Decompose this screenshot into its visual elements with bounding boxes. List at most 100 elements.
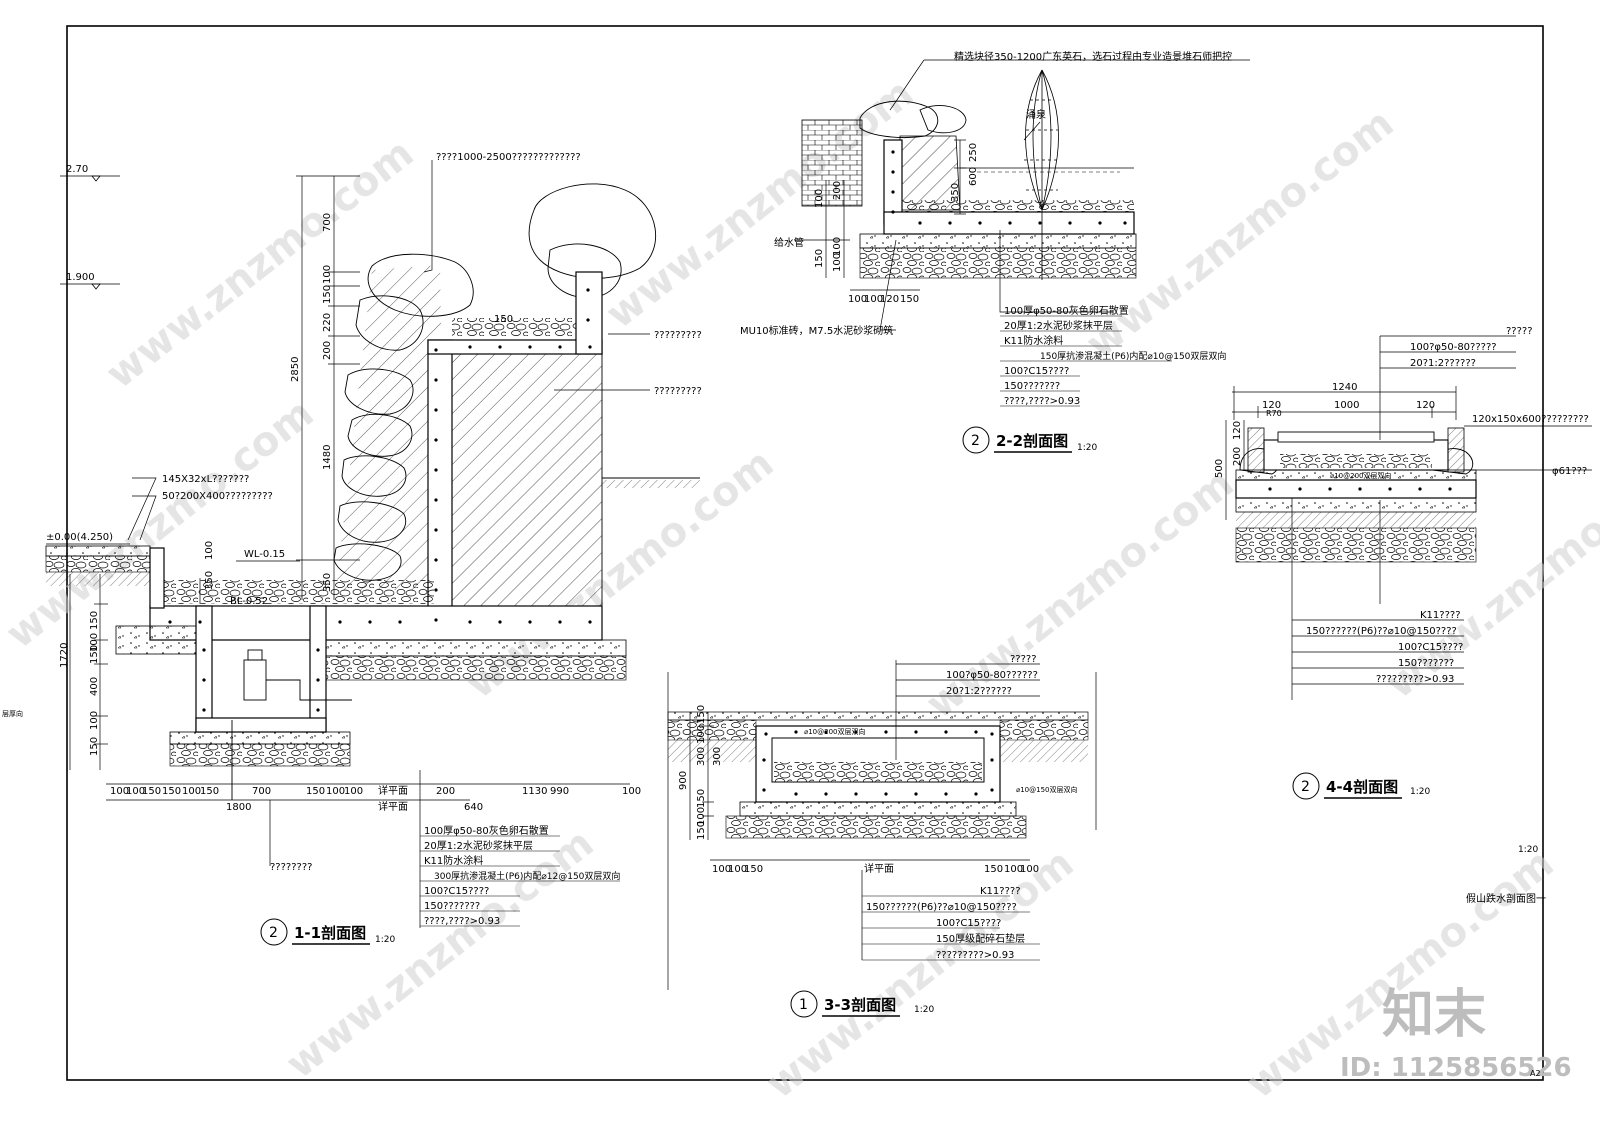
title-circle-number: 2 xyxy=(1301,779,1310,795)
rebar-label: ⌀10@200双层双向 xyxy=(1330,471,1391,480)
section-title: 1-1剖面图 xyxy=(294,924,366,942)
dim-label: 500 xyxy=(1214,459,1225,478)
dim-label: 1800 xyxy=(226,802,251,813)
title-circle-number: 2 xyxy=(269,925,278,941)
layer-legend: 100厚φ50-80灰色卵石散置 20厚1:2水泥砂浆抹平层 K11防水涂料 3… xyxy=(420,824,620,927)
dim-label: 2850 xyxy=(290,357,301,382)
drawing-title: 假山跌水剖面图一 xyxy=(1466,892,1546,905)
note-stepping: 50?200X400????????? xyxy=(162,491,273,502)
dim-label: 120 xyxy=(1232,421,1243,440)
dim-label: 150 xyxy=(89,645,100,664)
title-block: 1:20 假山跌水剖面图一 A2 xyxy=(1466,845,1546,1078)
dim-label: 100 xyxy=(864,294,883,305)
dim-label: 900 xyxy=(678,771,689,790)
dimension-lines xyxy=(1225,335,1592,700)
fountain-plume xyxy=(1024,69,1060,280)
layer-legend: K11???? 150??????(P6)??⌀10@150???? 100?C… xyxy=(862,886,1040,961)
dim-label: 150 xyxy=(89,611,100,630)
dim-label: 详平面 xyxy=(864,862,894,875)
note-pump: ???????? xyxy=(270,862,312,873)
dim-label: 1000 xyxy=(1334,400,1359,411)
top-legend-item: ????? xyxy=(1506,326,1533,337)
title-4-4: 2 4-4剖面图 1:20 xyxy=(1292,772,1430,800)
note-right: ????????? xyxy=(654,386,702,397)
section-title: 2-2剖面图 xyxy=(996,432,1068,450)
dim-label: 400 xyxy=(89,677,100,696)
note-edging: 145X32xL??????? xyxy=(162,474,249,485)
legend-item: 100?C15???? xyxy=(1398,642,1463,653)
section-4-4: ????? 100?φ50-80????? 20?1:2?????? 1240 … xyxy=(1214,326,1592,800)
dim-label: 150 xyxy=(200,786,219,797)
legend-item: ?????????>0.93 xyxy=(936,950,1014,961)
dim-label: 640 xyxy=(464,802,483,813)
dim-label: 350 xyxy=(322,573,333,592)
dim-label: 100 xyxy=(832,253,843,272)
note-brick-wall: MU10标准砖，M7.5水泥砂浆砌筑 xyxy=(740,324,893,337)
legend-item: 100?C15???? xyxy=(424,886,489,897)
legend-item: 150??????? xyxy=(1004,381,1060,392)
note-rock-selection: 精选块径350-1200广东英石，选石过程由专业造景堆石师把控 xyxy=(954,50,1232,63)
title-2-2: 2 2-2剖面图 1:20 xyxy=(962,426,1097,454)
dim-label: 700 xyxy=(322,213,333,232)
dim-label: 100 xyxy=(110,786,129,797)
note-left-edge: 层厚向 xyxy=(2,709,23,718)
dim-label: 300 xyxy=(696,747,707,766)
rebar-label: ⌀10@150双层双向 xyxy=(1016,785,1077,794)
top-legend-item: 20?1:2?????? xyxy=(1410,358,1476,369)
dim-label: 200 xyxy=(1232,447,1243,466)
top-legend-item: ????? xyxy=(1010,654,1037,665)
title-1-1: 2 1-1剖面图 1:20 xyxy=(260,918,395,946)
dim-label: 1130 xyxy=(522,786,547,797)
section-title: 4-4剖面图 xyxy=(1326,778,1398,796)
dim-label: R70 xyxy=(1266,409,1282,418)
title-circle-number: 1 xyxy=(799,997,808,1013)
legend-item: 100厚φ50-80灰色卵石散置 xyxy=(1004,304,1129,317)
top-legend-item: 100?φ50-80?????? xyxy=(946,670,1038,681)
dim-label: 200 xyxy=(436,786,455,797)
dim-label: 100 xyxy=(322,265,333,284)
dim-label: 100 xyxy=(1020,864,1039,875)
dim-label: 100 xyxy=(848,294,867,305)
dim-label: 100 xyxy=(712,864,731,875)
section-title: 3-3剖面图 xyxy=(824,996,896,1014)
dimension-lines xyxy=(667,660,1097,990)
dim-label: 200 xyxy=(832,181,843,200)
dim-label: 150 xyxy=(142,786,161,797)
dim-label: 100 xyxy=(126,786,145,797)
dim-label: 150 xyxy=(696,821,707,840)
dim-label: 150 xyxy=(814,249,825,268)
dim-label: 100 xyxy=(1004,864,1023,875)
dim-label: 120 xyxy=(1262,400,1281,411)
pump xyxy=(231,649,352,800)
dim-label: 详平面 xyxy=(378,784,408,797)
top-legend-item: 100?φ50-80????? xyxy=(1410,342,1497,353)
level-label: ±0.00(4.250) xyxy=(46,532,113,543)
vertical-dimension-labels: 700 100 150 220 200 2850 1480 100 350 35… xyxy=(59,213,333,756)
note-stone-block: 120x150x600????????? xyxy=(1472,414,1589,425)
rebar-dots xyxy=(168,288,592,712)
legend-item: 150??????(P6)??⌀10@150???? xyxy=(1306,626,1457,637)
dim-label: 600 xyxy=(968,167,979,186)
dim-label: 150 xyxy=(494,314,513,325)
dim-label: 100 xyxy=(814,189,825,208)
legend-item: K11防水涂料 xyxy=(1004,334,1063,347)
note-right: ????????? xyxy=(654,330,702,341)
dim-label: 150 xyxy=(900,294,919,305)
dim-label: 100 xyxy=(696,725,707,744)
legend-item: 150??????(P6)??⌀10@150???? xyxy=(866,902,1017,913)
dim-label: 1240 xyxy=(1332,382,1357,393)
note-rock-size: ????1000-2500????????????? xyxy=(436,152,581,163)
dim-label: 700 xyxy=(252,786,271,797)
section-3-3: ????? 100?φ50-80?????? 20?1:2?????? ⌀10@… xyxy=(667,654,1097,1018)
dim-label: 200 xyxy=(322,341,333,360)
dim-label: 1480 xyxy=(322,445,333,470)
dim-label: 100 xyxy=(204,541,215,560)
legend-item: ?????????>0.93 xyxy=(1376,674,1454,685)
dim-label: 100 xyxy=(182,786,201,797)
rebar-label: ⌀10@200双层双向 xyxy=(804,727,865,736)
dim-label: 150 xyxy=(89,737,100,756)
dim-label: 150 xyxy=(984,864,1003,875)
section-2-2: 250 600 350 100 200 100 150 100 100 100 … xyxy=(740,50,1250,454)
dimension-lines xyxy=(69,175,630,801)
